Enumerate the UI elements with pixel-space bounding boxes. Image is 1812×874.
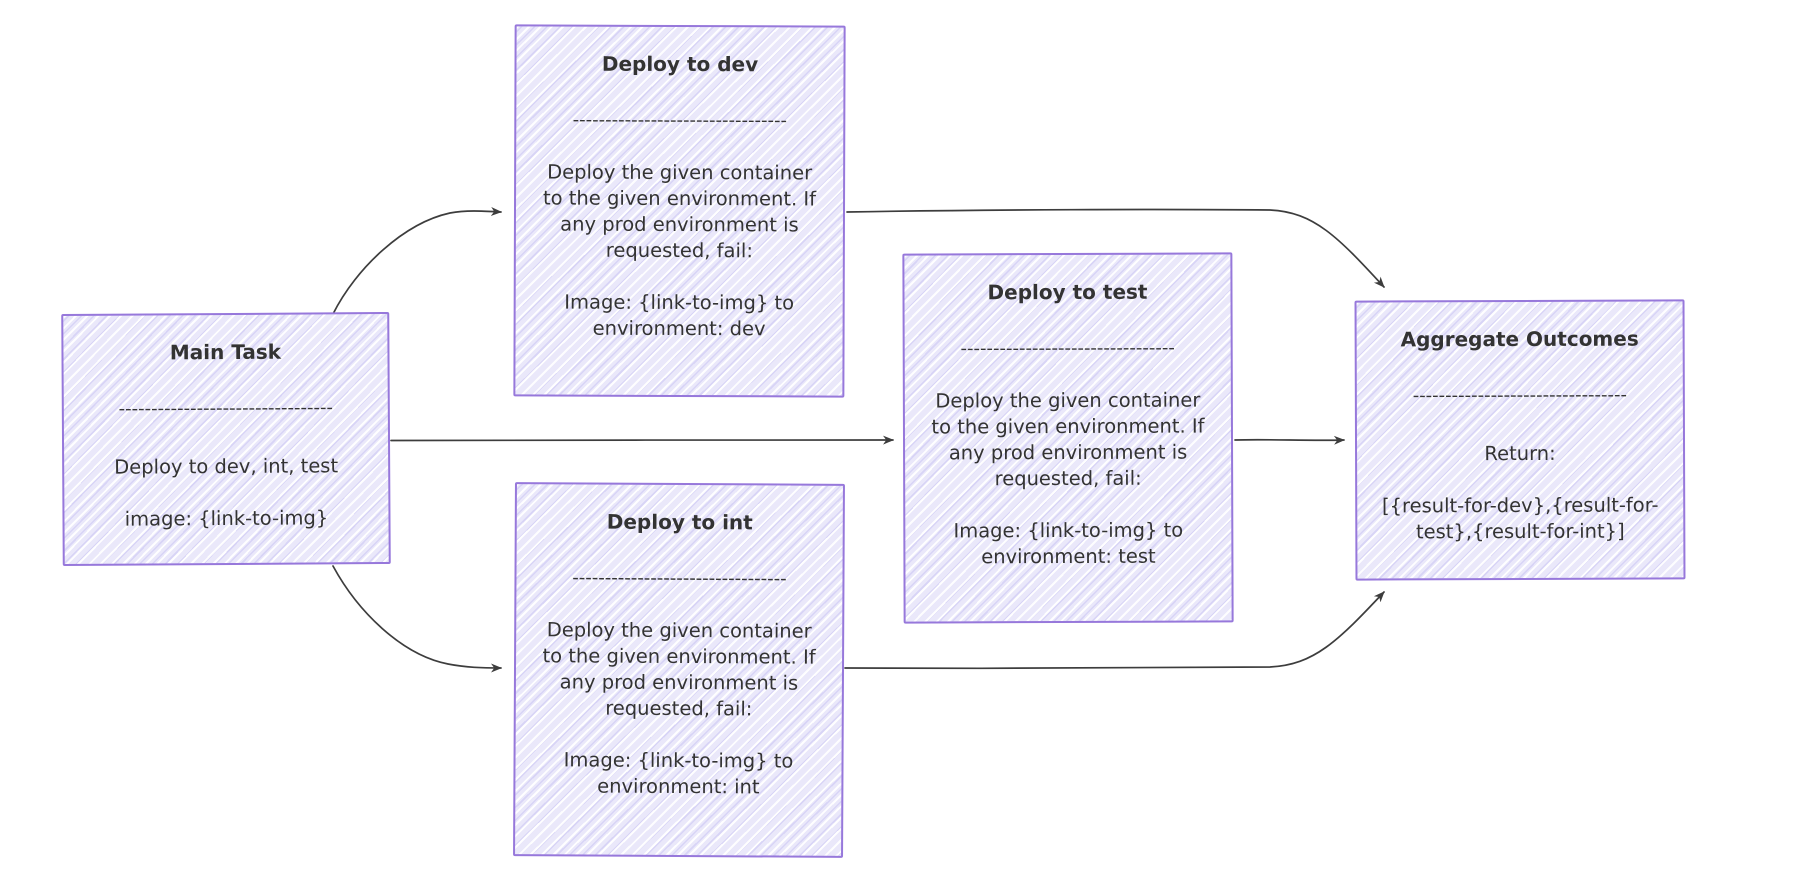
node-body: Deploy the given container to the given … [538,160,822,343]
node-body: Deploy the given container to the given … [537,617,820,800]
node-separator: --------------------------------- [960,337,1175,360]
node-deploy-to-int: Deploy to int --------------------------… [513,482,845,858]
node-title: Main Task [169,339,282,365]
node-body-text: image: {link-to-img} [124,506,329,531]
edge-main-to-int [332,565,502,673]
node-body: Return: [{result-for-dev},{result-for-te… [1379,441,1661,546]
node-main-task: Main Task ------------------------------… [61,312,391,566]
node-separator: --------------------------------- [118,397,334,420]
node-body-text: Image: {link-to-img} to environment: dev [564,290,795,341]
node-title: Deploy to test [987,279,1148,305]
edge-main-to-dev [332,206,502,315]
edge-main-to-test [390,435,894,445]
node-aggregate-outcomes: Aggregate Outcomes ---------------------… [1354,299,1686,581]
node-deploy-to-dev: Deploy to dev --------------------------… [513,24,846,398]
node-body-text: Image: {link-to-img} to environment: int [563,748,794,799]
node-deploy-to-test: Deploy to test -------------------------… [902,252,1234,624]
node-separator: --------------------------------- [1412,384,1628,407]
node-title: Deploy to int [606,509,753,535]
node-title: Aggregate Outcomes [1400,326,1639,352]
node-title: Deploy to dev [601,51,759,77]
node-body: Deploy the given container to the given … [927,388,1210,571]
node-body: Deploy to dev, int, test image: {link-to… [86,453,366,533]
node-body-text: Deploy the given container to the given … [931,388,1205,491]
node-body-text: Deploy the given container to the given … [542,618,816,721]
node-body-text: Deploy the given container to the given … [542,160,817,263]
node-body-text: Deploy to dev, int, test [114,454,339,479]
node-body-text: Return: [1484,441,1556,466]
edge-test-to-aggregate [1234,435,1345,445]
node-body-text: [{result-for-dev},{result-for-test},{res… [1381,493,1659,544]
node-body-text: Image: {link-to-img} to environment: tes… [953,518,1184,569]
node-separator: --------------------------------- [572,567,787,590]
node-separator: --------------------------------- [572,109,788,132]
